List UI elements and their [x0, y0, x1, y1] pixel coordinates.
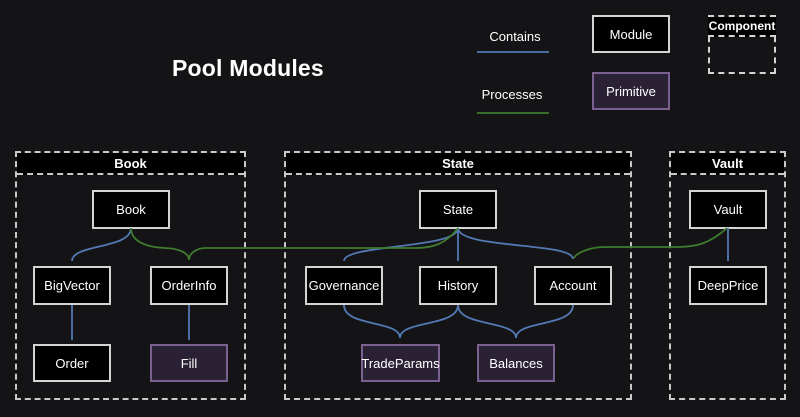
container-book: Book — [15, 151, 246, 400]
legend-primitive-label: Primitive — [606, 83, 656, 99]
container-vault: Vault — [669, 151, 786, 400]
node-state: State — [419, 190, 497, 229]
node-orderinfo: OrderInfo — [150, 266, 228, 305]
legend-component-label: Component — [708, 17, 776, 37]
legend-processes-label: Processes — [481, 87, 543, 102]
node-bigvector: BigVector — [33, 266, 111, 305]
legend-module-box: Module — [592, 15, 670, 53]
legend-module-label: Module — [609, 26, 653, 42]
legend-component-box: Component — [708, 15, 776, 74]
node-order: Order — [33, 344, 111, 382]
node-book: Book — [92, 190, 170, 229]
node-deepprice: DeepPrice — [689, 266, 767, 305]
container-vault-header: Vault — [671, 153, 784, 175]
container-book-header: Book — [17, 153, 244, 175]
node-history: History — [419, 266, 497, 305]
legend-contains-label: Contains — [489, 29, 541, 44]
container-state-header: State — [286, 153, 630, 175]
node-balances: Balances — [477, 344, 555, 382]
container-state: State — [284, 151, 632, 400]
node-governance: Governance — [305, 266, 383, 305]
node-fill: Fill — [150, 344, 228, 382]
page-title: Pool Modules — [172, 55, 324, 81]
legend-primitive-box: Primitive — [592, 72, 670, 110]
node-account: Account — [534, 266, 612, 305]
node-vault: Vault — [689, 190, 767, 229]
node-tradeparams: TradeParams — [361, 344, 440, 382]
